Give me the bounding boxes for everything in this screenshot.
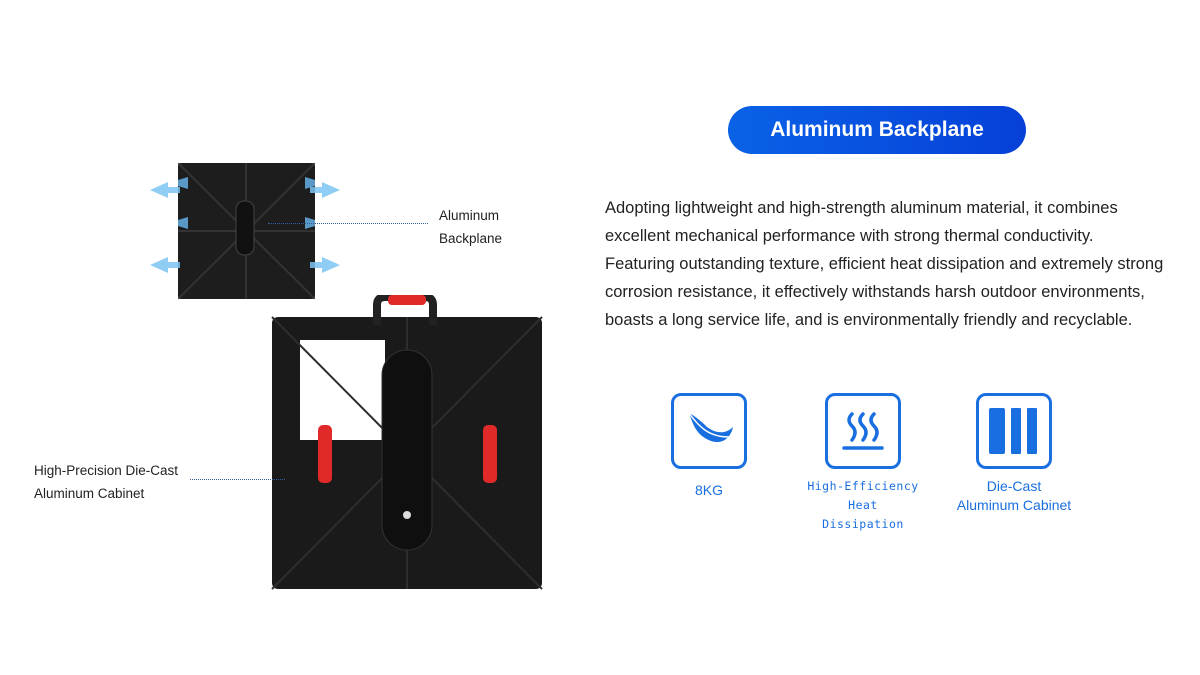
callout-line-2: Aluminum Cabinet <box>34 486 145 501</box>
feather-icon <box>671 393 747 469</box>
description-text: Adopting lightweight and high-strength a… <box>605 199 1164 329</box>
cabinet-icon <box>976 393 1052 469</box>
callout-line-1: High-Precision Die-Cast <box>34 463 179 478</box>
feature-label: Die-Cast Aluminum Cabinet <box>946 477 1082 515</box>
feature-label-line: High-Efficiency <box>807 479 919 493</box>
cabinet-image <box>270 293 550 600</box>
cabinet-callout: High-Precision Die-Cast Aluminum Cabinet <box>34 459 178 505</box>
feature-label-line: Die-Cast <box>986 478 1042 494</box>
callout-line-2: Backplane <box>439 231 503 246</box>
backplane-callout-line <box>268 223 428 224</box>
callout-line-1: Aluminum <box>439 208 500 223</box>
feature-label: High-Efficiency Heat Dissipation <box>805 477 921 534</box>
feature-label-line: Heat Dissipation <box>822 498 904 531</box>
section-heading-pill: Aluminum Backplane <box>728 106 1026 154</box>
feature-heat: High-Efficiency Heat Dissipation <box>807 393 918 531</box>
backplane-callout: Aluminum Backplane <box>439 204 502 250</box>
heat-icon <box>825 393 901 469</box>
cabinet-callout-line <box>190 479 285 480</box>
section-heading: Aluminum Backplane <box>770 118 984 141</box>
feature-label-line: Aluminum Cabinet <box>956 497 1072 513</box>
feature-label: 8KG <box>694 482 723 498</box>
feature-cabinet: Die-Cast Aluminum Cabinet <box>957 393 1071 513</box>
feature-weight: 8KG <box>671 393 747 500</box>
airflow-arrows-left <box>150 170 340 295</box>
